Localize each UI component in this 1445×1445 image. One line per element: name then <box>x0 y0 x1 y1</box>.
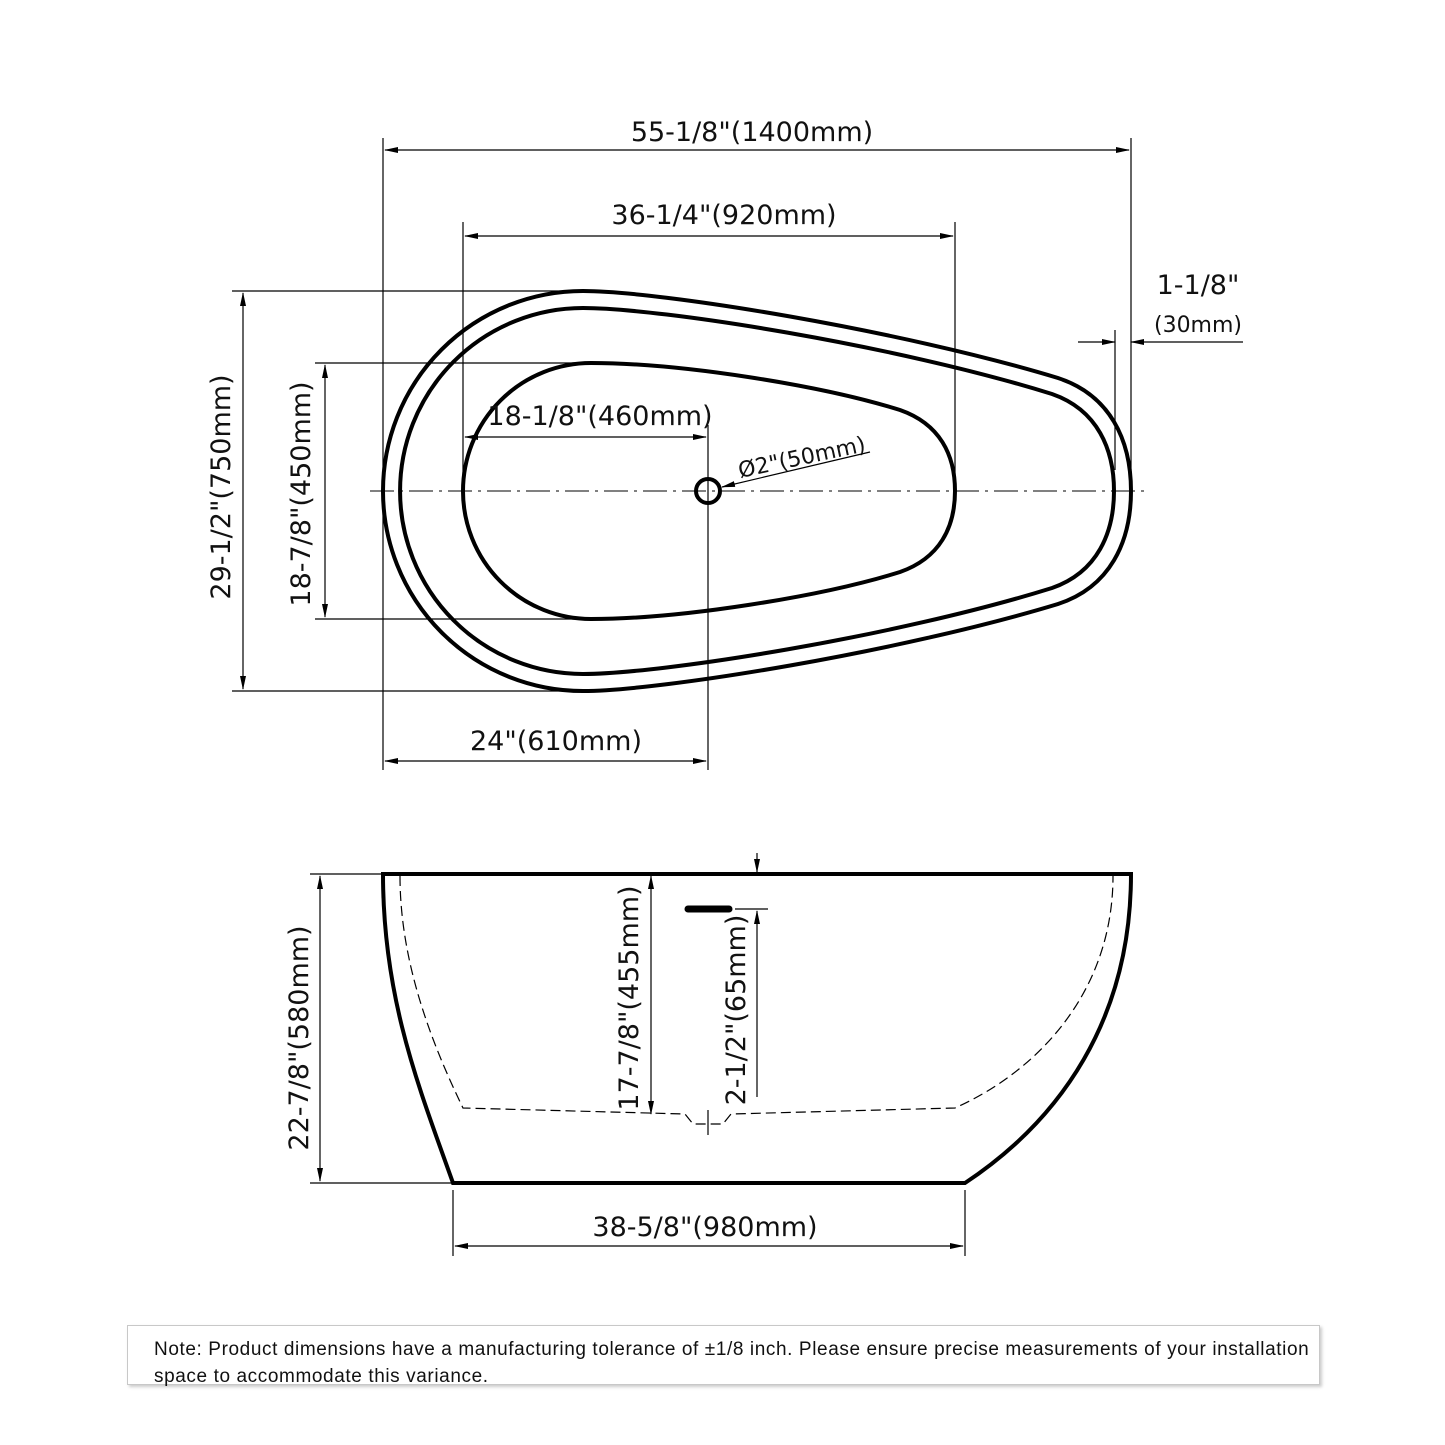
overflow-depth-label: 2-1/2"(65mm) <box>721 915 752 1106</box>
overall-height-label: 22-7/8"(580mm) <box>284 925 315 1150</box>
overall-length-label: 55-1/8"(1400mm) <box>631 117 873 148</box>
drain-diameter-label: Ø2"(50mm) <box>736 432 868 483</box>
basin-width-label: 18-7/8"(450mm) <box>286 381 317 606</box>
rim-width-in-label: 1-1/8" <box>1157 270 1240 301</box>
drain-from-end-label: 24"(610mm) <box>470 726 642 757</box>
tub-inner-profile-hidden <box>399 875 1114 1125</box>
base-length-label: 38-5/8"(980mm) <box>592 1212 817 1243</box>
basin-length-label: 36-1/4"(920mm) <box>611 200 836 231</box>
tub-side-profile <box>380 872 1134 1185</box>
basin-outline <box>461 360 958 622</box>
rim-width-mm-label: (30mm) <box>1154 313 1242 338</box>
water-depth-label: 17-7/8"(455mm) <box>614 885 645 1110</box>
tolerance-note: Note: Product dimensions have a manufact… <box>127 1325 1320 1387</box>
tub-outer-outline <box>381 288 1134 694</box>
overall-width-label: 29-1/2"(750mm) <box>206 374 237 599</box>
drain-offset-label: 18-1/8"(460mm) <box>487 401 712 432</box>
tub-rim-inner-outline <box>398 305 1117 677</box>
